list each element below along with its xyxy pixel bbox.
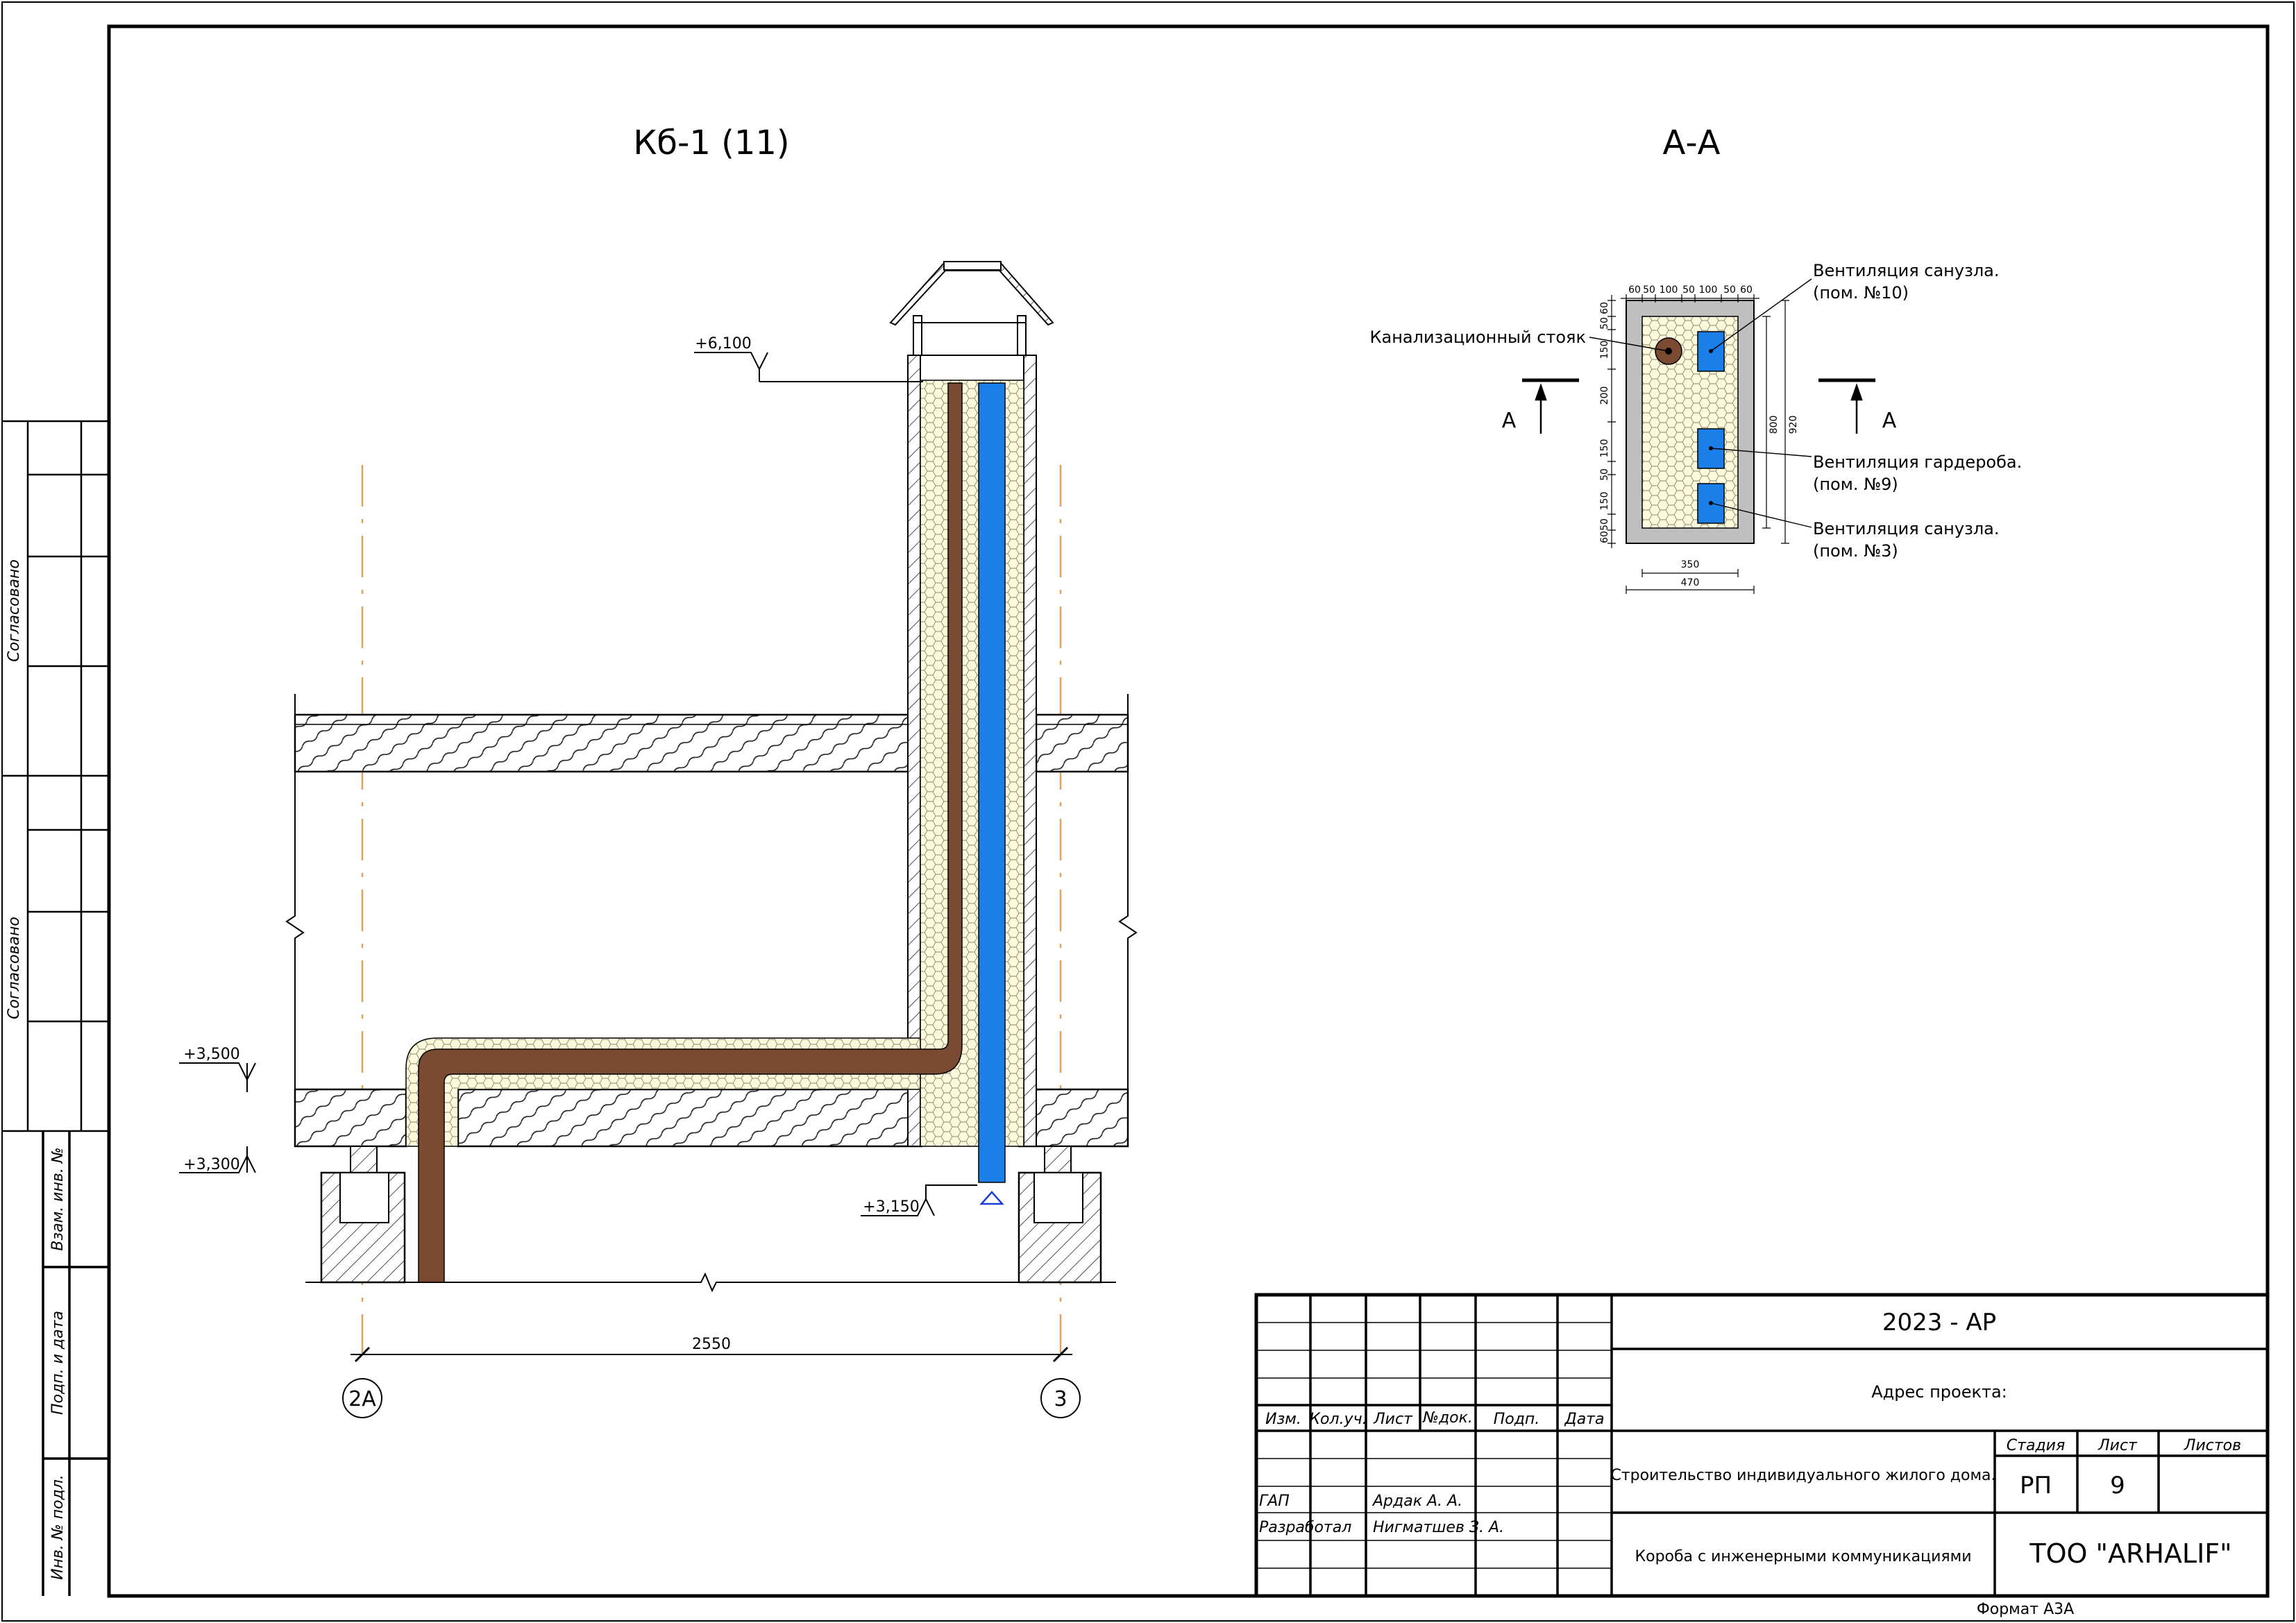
- svg-text:+6,100: +6,100: [695, 335, 751, 352]
- svg-text:150: 150: [1599, 341, 1610, 359]
- svg-text:470: 470: [1681, 577, 1700, 588]
- svg-text:920: 920: [1788, 416, 1799, 434]
- svg-text:100: 100: [1699, 284, 1718, 296]
- axis-marker-2a: 2А: [342, 1378, 382, 1418]
- svg-text:60: 60: [1599, 302, 1610, 314]
- upper-slab-right: [1035, 713, 1129, 773]
- svg-text:Подп.: Подп.: [1494, 1411, 1540, 1428]
- shaft-insulation: [920, 380, 1024, 1147]
- vent3-callout: Вентиляция санузла.: [1813, 519, 2000, 538]
- svg-text:60: 60: [1628, 284, 1641, 296]
- vent1-room: (пом. №10): [1813, 283, 1909, 303]
- elevation-pipe-end: +3,150: [861, 1184, 977, 1216]
- svg-text:100: 100: [1660, 284, 1678, 296]
- vent1-callout: Вентиляция санузла.: [1813, 261, 2000, 280]
- left-view-title: Кб-1 (11): [633, 124, 789, 162]
- role-gap: ГАП: [1259, 1493, 1290, 1510]
- lower-slab-mid: [457, 1088, 923, 1148]
- svg-text:200: 200: [1599, 386, 1610, 405]
- agreed-label-2: Согласовано: [6, 917, 23, 1019]
- lower-slab-right: [1018, 1088, 1129, 1148]
- axis-dimension: 2550: [351, 1336, 1072, 1363]
- svg-text:Листов: Листов: [2184, 1437, 2241, 1454]
- svg-text:60: 60: [1599, 531, 1610, 543]
- svg-text:50: 50: [1599, 518, 1610, 531]
- svg-text:Кол.уч.: Кол.уч.: [1309, 1411, 1367, 1428]
- title-block: Изм. Кол.уч. Лист №док. Подп. Дата ГАП А…: [1254, 1293, 2270, 1598]
- svg-text:150: 150: [1599, 439, 1610, 458]
- svg-text:2550: 2550: [692, 1336, 731, 1353]
- role-developer: Разработал: [1259, 1519, 1351, 1536]
- plan-section: 60 50 100 50 100 50 60 60 50 150 200 150…: [1369, 261, 2022, 594]
- project-name: Строительство индивидуального жилого дом…: [1610, 1467, 1995, 1484]
- section-mark-left: А: [1502, 378, 1579, 434]
- box-wall-left: [907, 355, 921, 1147]
- right-view-title: А-А: [1663, 124, 1721, 162]
- svg-text:50: 50: [1599, 317, 1610, 330]
- stage-value: РП: [2020, 1472, 2052, 1499]
- vent-outlet-icon: [979, 1191, 1004, 1205]
- svg-text:+3,500: +3,500: [183, 1046, 239, 1063]
- elevation-slab-top: +3,500: [179, 1046, 256, 1092]
- svg-text:50: 50: [1599, 468, 1610, 481]
- company-name: ТОО "ARHALIF": [2029, 1538, 2231, 1569]
- svg-text:60: 60: [1740, 284, 1753, 296]
- svg-text:+3,300: +3,300: [183, 1156, 239, 1173]
- elevation-top: +6,100: [694, 335, 923, 382]
- svg-text:800: 800: [1769, 416, 1780, 434]
- address-label: Адрес проекта:: [1871, 1382, 2007, 1402]
- svg-text:Лист: Лист: [1373, 1411, 1413, 1428]
- inv-swap-label: Взам. инв. №: [49, 1147, 67, 1250]
- name-gap: Ардак А. А.: [1371, 1493, 1462, 1510]
- svg-text:+3,150: +3,150: [863, 1198, 919, 1216]
- sheet-title: Короба с инженерными коммуникациями: [1635, 1548, 1971, 1565]
- elevation-slab-bottom: +3,300: [179, 1146, 256, 1173]
- agreed-label-1: Согласовано: [6, 559, 23, 662]
- sewer-pipe: [418, 382, 963, 1283]
- sewer-callout: Канализационный стояк: [1369, 328, 1586, 347]
- section-mark-right: А: [1818, 378, 1897, 434]
- section-drawing: +6,100 +3,500 +3,300 +3,150 2550 2А 3: [179, 261, 1138, 1418]
- vent3-room: (пом. №3): [1813, 541, 1898, 561]
- lower-slab-left: [294, 1088, 407, 1148]
- svg-text:№док.: №док.: [1422, 1409, 1473, 1427]
- box-wall-right: [1023, 355, 1037, 1147]
- side-stamp: Согласовано Согласовано Взам. инв. № Под…: [2, 420, 109, 1596]
- svg-text:350: 350: [1681, 559, 1700, 570]
- vent-duct: [978, 382, 1006, 1183]
- format-label: Формат А3А: [1977, 1601, 2074, 1618]
- vent2-callout: Вентиляция гардероба.: [1813, 452, 2022, 472]
- svg-text:Изм.: Изм.: [1265, 1411, 1301, 1428]
- svg-text:50: 50: [1643, 284, 1655, 296]
- svg-text:50: 50: [1723, 284, 1736, 296]
- svg-text:Лист: Лист: [2097, 1437, 2138, 1454]
- project-code: 2023 - АР: [1882, 1309, 1996, 1336]
- upper-slab-left: [294, 713, 911, 773]
- svg-text:Дата: Дата: [1564, 1411, 1605, 1428]
- vent2-room: (пом. №9): [1813, 475, 1898, 494]
- svg-text:2А: 2А: [348, 1387, 376, 1411]
- svg-text:3: 3: [1054, 1387, 1067, 1411]
- svg-text:А: А: [1882, 409, 1897, 433]
- svg-text:А: А: [1502, 409, 1517, 433]
- axis-marker-3: 3: [1040, 1378, 1081, 1418]
- svg-text:50: 50: [1682, 284, 1695, 296]
- sign-date-label: Подп. и дата: [49, 1311, 67, 1415]
- inner-frame: [107, 24, 2270, 1598]
- svg-text:150: 150: [1599, 492, 1610, 511]
- sheet-value: 9: [2110, 1472, 2125, 1499]
- inv-orig-label: Инв. № подл.: [49, 1475, 67, 1580]
- svg-text:Стадия: Стадия: [2007, 1437, 2065, 1454]
- name-developer: Нигматшев З. А.: [1373, 1519, 1504, 1536]
